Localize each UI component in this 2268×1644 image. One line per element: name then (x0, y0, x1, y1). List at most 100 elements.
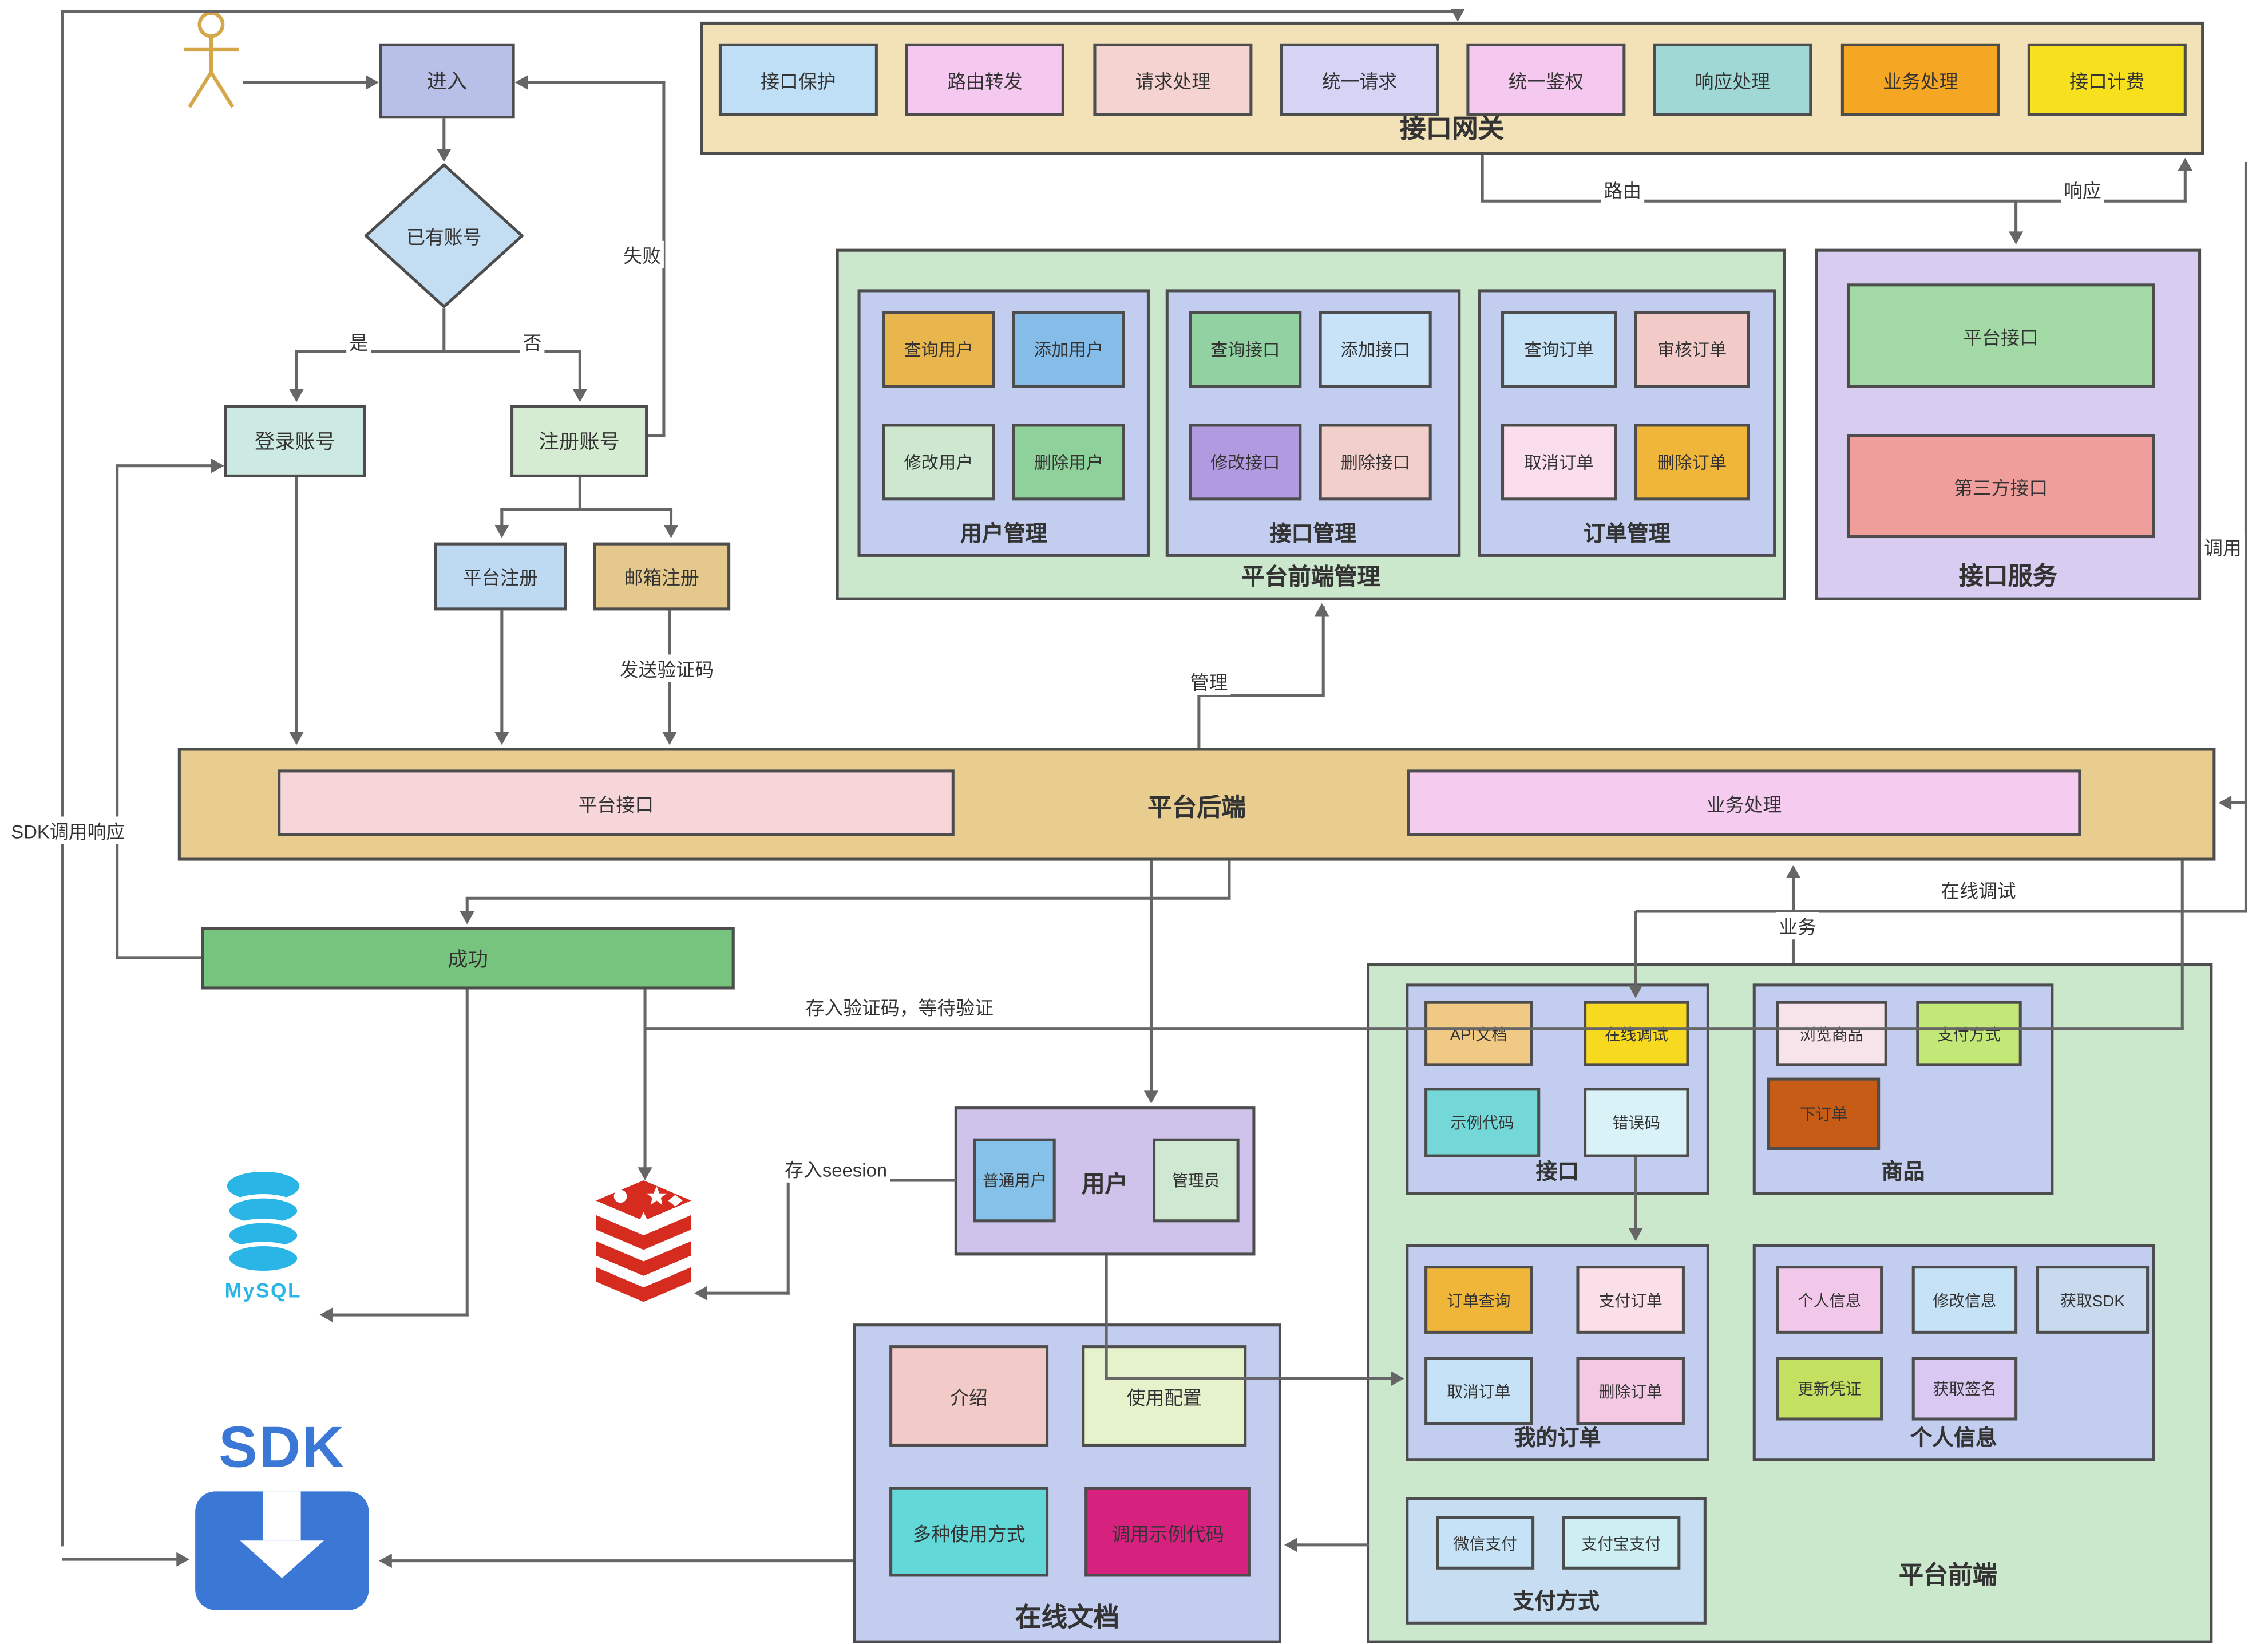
arrowhead-icon (494, 732, 509, 745)
sdk-download-box (195, 1491, 369, 1610)
cancel-order-f-label: 取消订单 (1447, 1384, 1511, 1401)
review-order: 审核订单 (1634, 311, 1750, 388)
arrowhead-icon (1628, 1228, 1643, 1242)
modify-info: 修改信息 (1911, 1266, 2018, 1334)
connector-line (2014, 201, 2018, 242)
register-account: 注册账号 (510, 405, 648, 477)
delete-order-f: 删除订单 (1576, 1357, 1685, 1425)
place-order: 下订单 (1767, 1077, 1881, 1150)
platform-api-green-label: 平台接口 (1963, 326, 2039, 348)
label-fail: 失败 (620, 240, 664, 268)
connector-line (243, 81, 373, 84)
platform-api-pink: 平台接口 (278, 769, 955, 836)
platform-register-label: 平台注册 (462, 567, 539, 589)
label-route: 路由 (1601, 176, 1645, 204)
pay-method-section-label: 支付方式 (1513, 1590, 1600, 1615)
query-user: 查询用户 (882, 311, 995, 388)
connector-line (2180, 860, 2184, 1030)
gw-request-handle: 请求处理 (1093, 43, 1253, 116)
gw-unified-request: 统一请求 (1280, 43, 1439, 116)
connector-line (1197, 694, 1325, 698)
user-group-label: 用户 (1082, 1172, 1129, 1198)
modify-user-label: 修改用户 (904, 452, 973, 473)
error-code: 错误码 (1584, 1088, 1689, 1157)
download-arrow-icon (240, 1540, 324, 1578)
arrowhead-icon (638, 1167, 652, 1181)
error-code-label: 错误码 (1612, 1115, 1660, 1133)
normal-user: 普通用户 (973, 1138, 1056, 1223)
query-user-label: 查询用户 (904, 339, 973, 361)
call-example-code-label: 调用示例代码 (1111, 1522, 1225, 1544)
gw-api-protection: 接口保护 (718, 43, 878, 116)
success-bar: 成功 (201, 927, 735, 990)
connector-line (2222, 801, 2247, 805)
connector-line (643, 1030, 647, 1177)
add-user: 添加用户 (1012, 311, 1126, 388)
order-mgmt-group-label: 订单管理 (1584, 522, 1671, 547)
platform-admin-frontend-group-label: 平台前端管理 (1241, 566, 1381, 591)
connector-line (465, 898, 469, 922)
sdk-label: SDK (219, 1416, 346, 1480)
api-docs: API文档 (1424, 1001, 1533, 1066)
arrowhead-icon (514, 75, 528, 90)
platform-frontend-group-label: 平台前端 (1898, 1561, 1997, 1589)
query-api-label: 查询接口 (1210, 339, 1280, 361)
delete-order-label: 删除订单 (1657, 452, 1727, 473)
intro-label: 介绍 (950, 1386, 988, 1409)
connector-line (1149, 860, 1153, 1101)
connector-line (465, 989, 469, 1317)
gw-response-handle: 响应处理 (1653, 43, 1812, 116)
connector-line (1634, 1157, 1637, 1240)
arrowhead-icon (379, 1553, 392, 1568)
gw-api-protection-label: 接口保护 (761, 70, 836, 92)
pay-method-item: 支付方式 (1916, 1001, 2022, 1066)
gw-route-forward: 路由转发 (905, 43, 1064, 116)
connector-line (117, 956, 201, 959)
label-business: 业务 (1776, 912, 1819, 940)
arrowhead-icon (662, 732, 677, 745)
arrowhead-icon (494, 525, 509, 539)
cancel-order: 取消订单 (1501, 424, 1617, 501)
connector-line (2183, 160, 2187, 201)
usage-config: 使用配置 (1082, 1345, 1247, 1447)
enter-box-label: 进入 (426, 69, 468, 93)
label-manage: 管理 (1187, 667, 1231, 695)
query-order-label: 查询订单 (1524, 339, 1594, 361)
connector-line (643, 989, 647, 1030)
connector-line (670, 509, 673, 535)
my-orders-section-label: 我的订单 (1514, 1426, 1601, 1451)
delete-order: 删除订单 (1634, 424, 1750, 501)
connector-line (385, 1559, 853, 1563)
connector-line (61, 10, 64, 1547)
gw-business-handle-label: 业务处理 (1883, 70, 1958, 92)
arrowhead-icon (1628, 985, 1643, 998)
third-party-api: 第三方接口 (1846, 434, 2155, 539)
delete-user: 删除用户 (1012, 424, 1126, 501)
api-service-group-label: 接口服务 (1958, 563, 2057, 591)
profile-section-label: 个人信息 (1910, 1426, 1997, 1451)
arrowhead-icon (1143, 1090, 1159, 1104)
online-debug-label: 在线调试 (1604, 1026, 1668, 1044)
get-sdk-label: 获取SDK (2060, 1292, 2125, 1310)
admin-user-label: 管理员 (1172, 1173, 1220, 1191)
cancel-order-label: 取消订单 (1524, 452, 1594, 473)
pay-order: 支付订单 (1576, 1266, 1685, 1334)
gw-api-billing-label: 接口计费 (2069, 70, 2145, 92)
api-docs-label: API文档 (1450, 1026, 1508, 1044)
gw-route-forward-label: 路由转发 (947, 70, 1023, 92)
review-order-label: 审核订单 (1657, 339, 1727, 361)
connector-line (2244, 162, 2247, 912)
alipay-pay: 支付宝支付 (1562, 1516, 1681, 1570)
call-example-code: 调用示例代码 (1084, 1487, 1251, 1577)
add-api-label: 添加接口 (1340, 339, 1410, 361)
label-response: 响应 (2060, 176, 2104, 204)
connector-line (700, 1291, 790, 1295)
email-register-label: 邮箱注册 (624, 567, 699, 589)
label-send-code: 发送验证码 (616, 654, 717, 682)
arrowhead-icon (694, 1286, 707, 1301)
connector-line (116, 464, 119, 959)
connector-line (62, 1558, 187, 1561)
place-order-label: 下订单 (1799, 1106, 1848, 1124)
alipay-pay-label: 支付宝支付 (1581, 1535, 1661, 1553)
arrowhead-icon (663, 525, 679, 539)
